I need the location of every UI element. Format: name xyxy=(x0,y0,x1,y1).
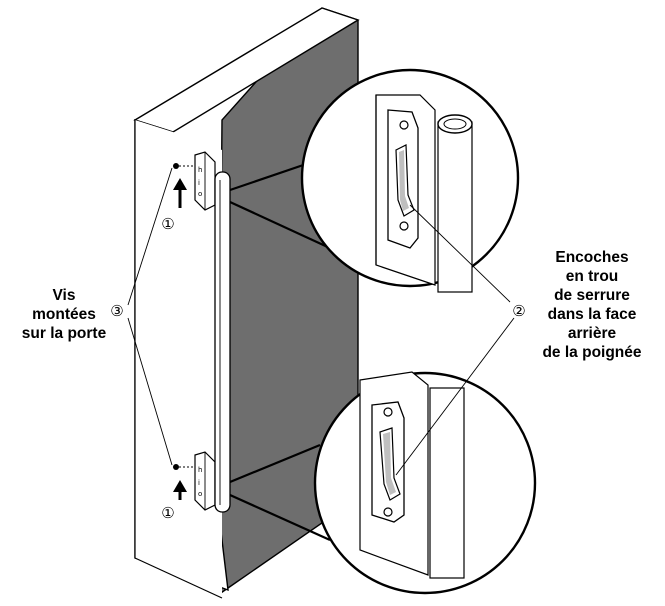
notches-label-line-1: Encoches xyxy=(555,249,628,266)
zoom-detail-top xyxy=(300,68,520,293)
notches-label-line-3: de serrure xyxy=(554,287,630,304)
notches-label-line-2: en trou xyxy=(566,268,619,285)
callout-leaders xyxy=(127,167,515,476)
notches-label-line-6: de la poignée xyxy=(542,344,641,361)
zoom-detail-bottom xyxy=(313,371,537,595)
notches-label: Encoches en trou de serrure dans la face… xyxy=(542,249,641,361)
arrow-up-icon xyxy=(173,178,187,208)
screws-label: Vis montées sur la porte xyxy=(22,287,107,342)
screws-label-line-3: sur la porte xyxy=(22,325,107,342)
callout-step-bottom: ① xyxy=(161,504,174,522)
arrow-up-icon xyxy=(173,480,187,500)
screw-bottom-icon xyxy=(173,464,195,470)
notches-label-line-5: arrière xyxy=(568,325,617,342)
svg-text:i: i xyxy=(198,479,200,487)
screw-top-icon xyxy=(173,163,195,169)
callout-step-top: ① xyxy=(161,215,174,233)
door-handle: h i o h i o xyxy=(194,151,231,513)
callout-screw: ③ xyxy=(110,302,123,320)
svg-text:h: h xyxy=(198,466,202,474)
notches-label-line-4: dans la face xyxy=(548,306,637,323)
svg-text:o: o xyxy=(198,190,202,198)
callout-notch: ② xyxy=(512,302,525,320)
svg-text:o: o xyxy=(198,490,202,498)
svg-text:h: h xyxy=(198,166,202,174)
screws-label-line-1: Vis xyxy=(53,287,76,304)
svg-text:i: i xyxy=(198,179,200,187)
screws-label-line-2: montées xyxy=(32,306,96,323)
